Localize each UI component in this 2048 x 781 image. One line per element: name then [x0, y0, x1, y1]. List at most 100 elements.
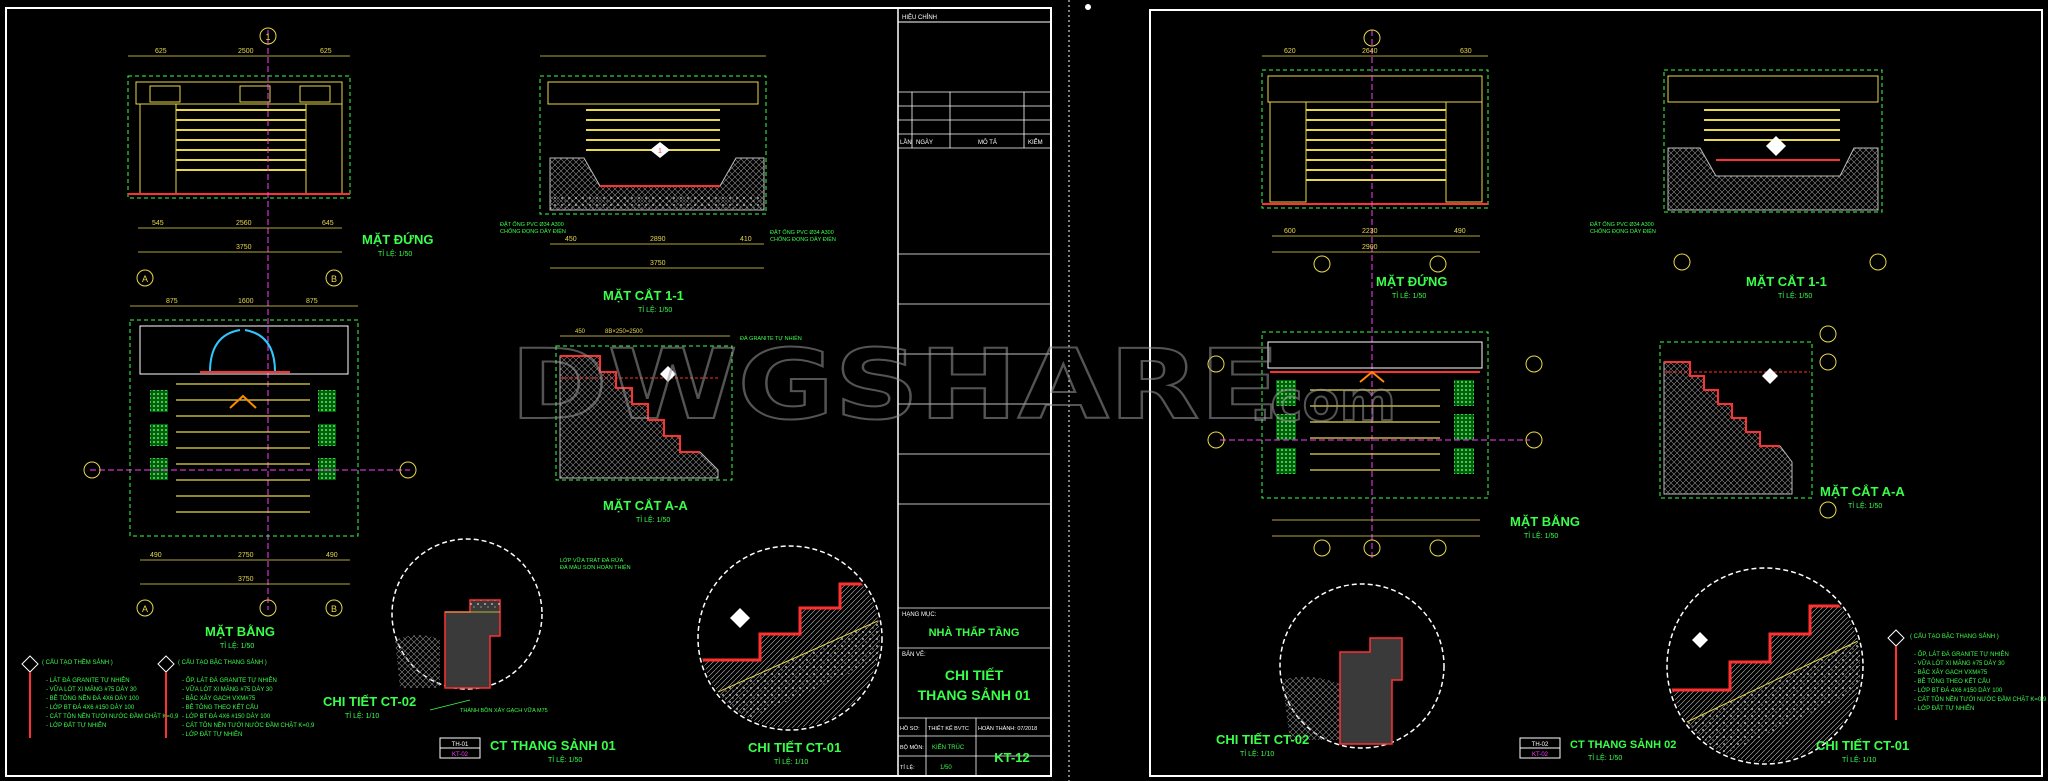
rev-col-4: KIỂM [1028, 139, 1043, 146]
svg-text:8B×250=2500: 8B×250=2500 [605, 329, 643, 335]
sheet1-main-label: TH-01 KT-02 CT THANG SẢNH 01 TỈ LỆ: 1/50 [439, 737, 616, 764]
s2-dim-total: 2900 [1362, 244, 1378, 251]
dim-top-3: 625 [320, 48, 332, 55]
svg-text:A: A [142, 274, 148, 284]
legend-item: - BẬC XÂY GẠCH VXM#75 [1914, 669, 1988, 676]
s2-main-title: CT THANG SẢNH 02 [1570, 738, 1676, 751]
dim-bottom-3: 645 [322, 220, 334, 227]
legend-item: - LỚP BT ĐÁ 4X6 #150 DÀY 100 [46, 704, 135, 711]
sheet2-detail-ct02: CHI TIẾT CT-02 TỈ LỆ: 1/10 [1216, 583, 1445, 758]
legend2-list: - ỐP, LÁT ĐÁ GRANITE TỰ NHIÊN - VỮA LÓT X… [182, 676, 315, 738]
sec-dim-3: 410 [740, 236, 752, 243]
plan-scale: TỈ LỆ: 1/50 [220, 641, 254, 650]
legend-item: - VỮA LÓT XI MĂNG #75 DÀY 30 [46, 686, 137, 693]
dim-top-1: 625 [155, 48, 167, 55]
row1-a: HỒ SƠ: [900, 725, 920, 732]
s2-main-scale: TỈ LỆ: 1/50 [1588, 753, 1622, 762]
plan-dim-1: 875 [166, 298, 178, 305]
s2-legend-list: - ỐP, LÁT ĐÁ GRANITE TỰ NHIÊN- VỮA LÓT X… [1914, 650, 2047, 712]
drawing-title-1: CHI TIẾT [945, 667, 1004, 683]
legend-item: - LỚP ĐẤT TỰ NHIÊN [1914, 704, 1974, 712]
s2-detail02-scale: TỈ LỆ: 1/10 [1240, 749, 1274, 758]
sheet1-detail-ct01: CHI TIẾT CT-01 TỈ LỆ: 1/10 [697, 545, 883, 766]
row2-b: KIẾN TRÚC [932, 744, 965, 751]
sheet2-plan: MẶT BẰNG TỈ LỆ: 1/50 [1207, 331, 1580, 557]
sec-dim-2: 2890 [650, 236, 666, 243]
s2-elevation-scale: TỈ LỆ: 1/50 [1392, 291, 1426, 300]
ct02-note-2: THÀNH BỒN XÂY GẠCH VỮA M75 [460, 707, 548, 714]
legend-item: - LÁT ĐÁ GRANITE TỰ NHIÊN [46, 676, 130, 684]
s2-section11-scale: TỈ LỆ: 1/50 [1778, 291, 1812, 300]
elevation-title: MẶT ĐỨNG [362, 232, 433, 247]
svg-text:B: B [331, 274, 337, 284]
legend-item: - VỮA LÓT XI MĂNG #75 DÀY 30 [182, 686, 273, 693]
ct02-note-1: LỚP VỮA TRÁT ĐÁ RỬA [560, 557, 624, 564]
watermark-suffix: .com [1250, 370, 1396, 433]
sheet2-detail-ct01: CHI TIẾT CT-01 TỈ LỆ: 1/10 [1666, 567, 1909, 765]
detail02-title: CHI TIẾT CT-02 [323, 694, 416, 709]
sec-dim-total: 3750 [650, 260, 666, 267]
title-block: HIỆU CHỈNH [897, 7, 1052, 777]
legend-item: - BÊ TÔNG THEO KẾT CẤU [1914, 677, 1990, 685]
row1-b: THIẾT KẾ BVTC [928, 725, 969, 732]
dim-bottom-2: 2560 [236, 220, 252, 227]
svg-text:ĐÁ MÀU SƠN HOÀN THIỆN: ĐÁ MÀU SƠN HOÀN THIỆN [560, 563, 631, 571]
project-label: HẠNG MỤC: [902, 612, 937, 618]
s2-dim-b1: 600 [1284, 228, 1296, 235]
row2-a: BỘ MÔN: [900, 744, 924, 751]
s2-elevation-title: MẶT ĐỨNG [1376, 274, 1447, 289]
s2-dim-b3: 490 [1454, 228, 1466, 235]
legend2-title: ( CẤU TẠO BẬC THANG SẢNH ) [178, 659, 267, 666]
sheet1-elevation: 1 625 2500 625 545 2560 645 3750 A B MẶT… [127, 27, 433, 610]
s2-section11-title: MẶT CẮT 1-1 [1746, 274, 1827, 289]
svg-text:CHỐNG ĐỌNG DÂY ĐIỆN: CHỐNG ĐỌNG DÂY ĐIỆN [770, 235, 836, 243]
section11-title: MẶT CẮT 1-1 [603, 288, 684, 303]
s2-plan-title: MẶT BẰNG [1510, 514, 1580, 529]
watermark-main: DWGSHARE [510, 329, 1280, 441]
legend-item: - CÁT TÔN NỀN TƯỚI NƯỚC ĐẦM CHẶT K=0,9 [1914, 696, 2047, 703]
s2-detail02-title: CHI TIẾT CT-02 [1216, 732, 1309, 747]
s2-detail01-title: CHI TIẾT CT-01 [1816, 738, 1909, 753]
svg-text:1: 1 [265, 32, 270, 42]
axis-b-bubble: B [325, 269, 343, 287]
dim-bottom-1: 545 [152, 220, 164, 227]
s2-legend-title: ( CẤU TẠO BẬC THANG SẢNH ) [1910, 633, 1999, 640]
s2-detail01-scale: TỈ LỆ: 1/10 [1842, 755, 1876, 764]
sheet-1: 1 625 2500 625 545 2560 645 3750 A B MẶT… [5, 7, 1052, 777]
main-title: CT THANG SẢNH 01 [490, 738, 616, 753]
s2-sectionAA-scale: TỈ LỆ: 1/50 [1848, 501, 1882, 510]
sheet1-section-a-a: 450 8B×250=2500 ĐÁ GRANITE TỰ NHIÊN MẶT … [555, 329, 802, 524]
row3-b: 1/50 [940, 765, 952, 771]
legend-item: - ỐP, LÁT ĐÁ GRANITE TỰ NHIÊN [1914, 650, 2009, 658]
legend1-title: ( CẤU TẠO THỀM SẢNH ) [42, 659, 113, 666]
svg-text:B: B [331, 604, 337, 614]
legend-item: - LỚP BT ĐÁ 4X6 #150 DÀY 100 [182, 713, 271, 720]
watermark: DWGSHARE .com [509, 328, 1397, 442]
sheet2-legend: ( CẤU TẠO BẬC THANG SẢNH ) - ỐP, LÁT ĐÁ … [1887, 629, 2047, 720]
sheet1-legend-2: ( CẤU TẠO BẬC THANG SẢNH ) - ỐP, LÁT ĐÁ … [157, 655, 315, 738]
s2-sectionAA-title: MẶT CẮT A-A [1820, 484, 1905, 499]
plan-dim-b2: 2750 [238, 552, 254, 559]
sheet1-legend-1: ( CẤU TẠO THỀM SẢNH ) - LÁT ĐÁ GRANITE T… [21, 655, 179, 738]
s2-dim-top-3: 630 [1460, 48, 1472, 55]
plan-dim-total: 3750 [238, 576, 254, 583]
plan-dim-3: 875 [306, 298, 318, 305]
plan-dim-b3: 490 [326, 552, 338, 559]
sectionAA-scale: TỈ LỆ: 1/50 [636, 515, 670, 524]
sheet2-main-label: TH-02 KT-02 CT THANG SẢNH 02 TỈ LỆ: 1/50 [1519, 737, 1676, 762]
sheet2-section-1-1: ĐẶT ỐNG PVC Ø34 A300 CHỐNG ĐỌNG DÂY ĐIỆN… [1590, 69, 1887, 300]
legend-item: - LỚP ĐẤT TỰ NHIÊN [46, 721, 106, 729]
sheet1-plan: 875 1600 875 490 2750 490 3750 A B MẶT B… [83, 298, 417, 650]
svg-text:1: 1 [658, 148, 662, 155]
legend1-list: - LÁT ĐÁ GRANITE TỰ NHIÊN - VỮA LÓT XI MĂ… [46, 676, 179, 729]
svg-text:CHỐNG ĐỌNG DÂY ĐIỆN: CHỐNG ĐỌNG DÂY ĐIỆN [500, 227, 566, 235]
pipe-note-left: ĐẶT ỐNG PVC Ø34 A300 [500, 221, 564, 228]
sec-dim-1: 450 [565, 236, 577, 243]
sheet2-section-a-a: MẶT CẮT A-A TỈ LỆ: 1/50 [1659, 325, 1905, 519]
drawing-label: BẢN VẼ: [902, 651, 926, 658]
legend-item: - ỐP, LÁT ĐÁ GRANITE TỰ NHIÊN [182, 676, 277, 684]
rev-col-2: NGÀY [916, 139, 933, 146]
rev-header: HIỆU CHỈNH [902, 13, 937, 21]
main-tag-bottom: KT-02 [452, 752, 469, 758]
